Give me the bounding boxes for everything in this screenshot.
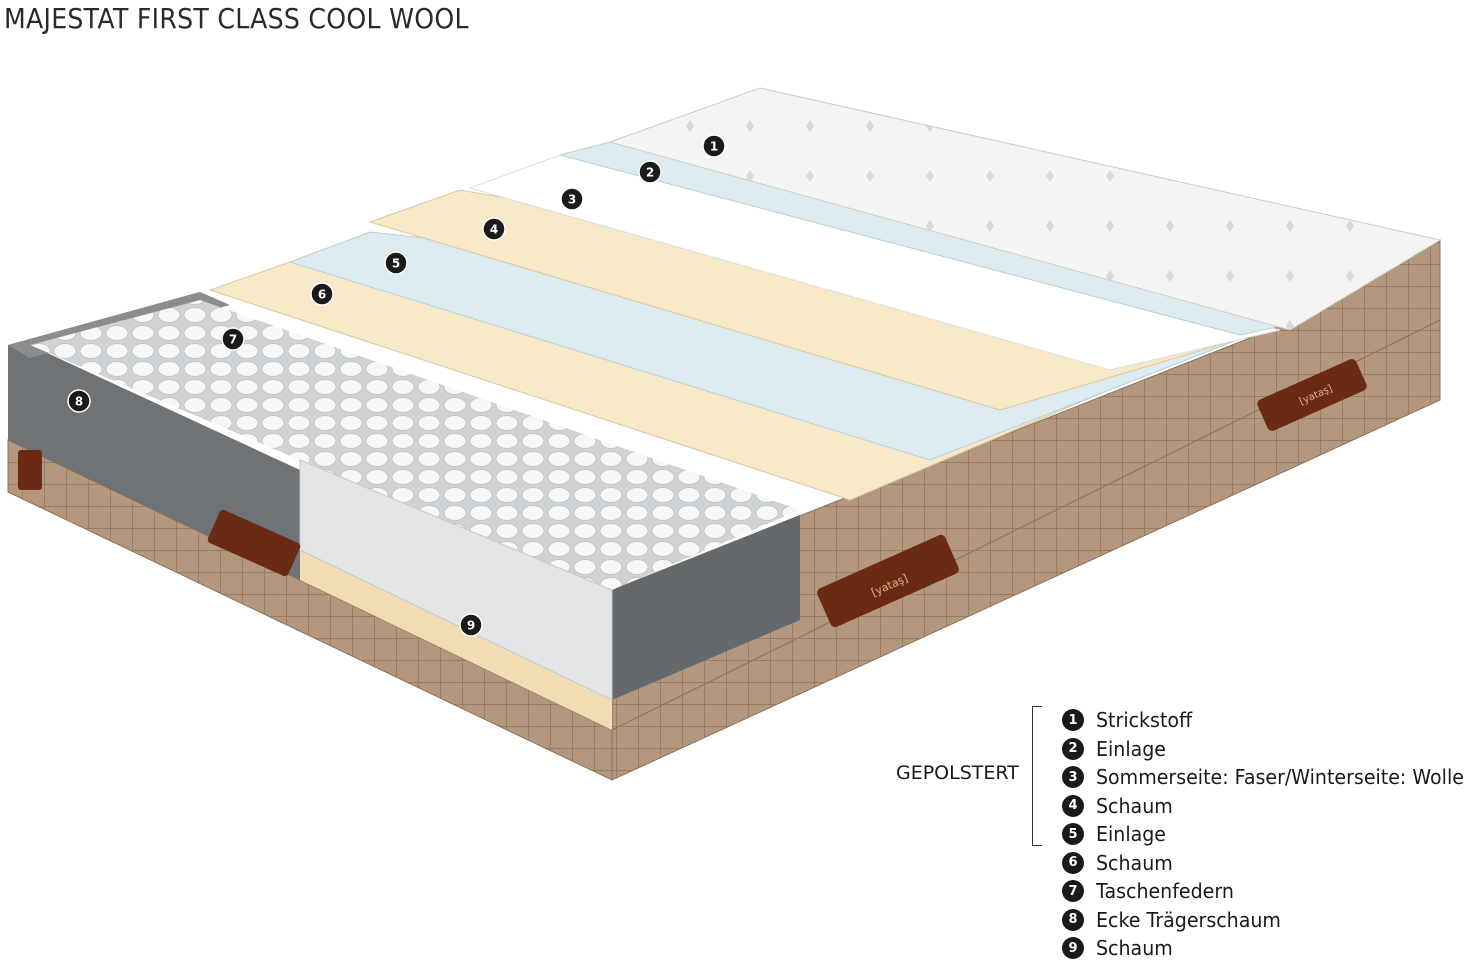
page-title: MAJESTAT FIRST CLASS COOL WOOL [4,2,469,35]
diagram-badge-7: 7 [221,327,245,351]
diagram-badge-3: 3 [560,187,584,211]
legend-label: Sommerseite: Faser/Winterseite: Wolle [1096,765,1464,790]
legend-number-badge: 5 [1062,823,1084,846]
legend-number-badge: 4 [1062,794,1084,817]
legend-label: Schaum [1096,936,1173,961]
handle-right-1 [817,534,959,628]
legend-number-badge: 8 [1062,908,1084,931]
legend-item-5: 5 Einlage [1062,820,1480,849]
legend-number-badge: 9 [1062,937,1084,960]
legend-item-6: 6 Schaum [1062,849,1480,878]
legend-item-3: 3 Sommerseite: Faser/Winterseite: Wolle [1062,763,1480,792]
diagram-badge-9: 9 [459,613,483,637]
svg-text:7: 7 [229,333,237,347]
legend-label: Schaum [1096,850,1173,875]
legend-item-1: 1 Strickstoff [1062,706,1480,735]
legend-label: Strickstoff [1096,708,1193,733]
layer-1-knit [608,87,1442,331]
legend-item-7: 7 Taschenfedern [1062,877,1480,906]
padded-group-bracket [1032,706,1042,846]
legend-item-8: 8 Ecke Trägerschaum [1062,906,1480,935]
legend-label: Schaum [1096,793,1173,818]
legend-label: Ecke Trägerschaum [1096,907,1281,932]
padded-group-label: GEPOLSTERT [896,762,1019,784]
gray-support-foam [8,292,300,580]
handle-corner [18,450,42,490]
legend-item-9: 9 Schaum [1062,934,1480,963]
legend-label: Einlage [1096,822,1167,847]
legend-number-badge: 6 [1062,851,1084,874]
pocket-springs-area [30,300,800,590]
svg-text:4: 4 [490,223,498,237]
legend-number-badge: 3 [1062,766,1084,789]
legend-item-2: 2 Einlage [1062,735,1480,764]
legend-label: Einlage [1096,736,1167,761]
diagram-badge-2: 2 [638,160,662,184]
layer-3-fiber [468,154,1281,371]
svg-text:5: 5 [392,257,400,271]
svg-text:9: 9 [467,619,475,633]
diagram-badge-8: 8 [67,389,91,413]
svg-text:6: 6 [318,288,326,302]
diagram-badge-5: 5 [384,251,408,275]
diagram-badge-6: 6 [310,282,334,306]
legend-item-4: 4 Schaum [1062,792,1480,821]
svg-text:1: 1 [710,140,718,154]
legend-number-badge: 1 [1062,709,1084,732]
svg-text:8: 8 [75,395,83,409]
handle-right-2 [1257,359,1367,431]
legend-number-badge: 2 [1062,737,1084,760]
legend-label: Taschenfedern [1096,879,1234,904]
svg-text:3: 3 [568,193,576,207]
handle-front-left [207,509,301,577]
svg-text:2: 2 [646,166,654,180]
foam-base-layer [300,550,612,730]
diagram-badge-1: 1 [702,134,726,158]
legend-number-badge: 7 [1062,880,1084,903]
diagram-badge-4: 4 [482,217,506,241]
